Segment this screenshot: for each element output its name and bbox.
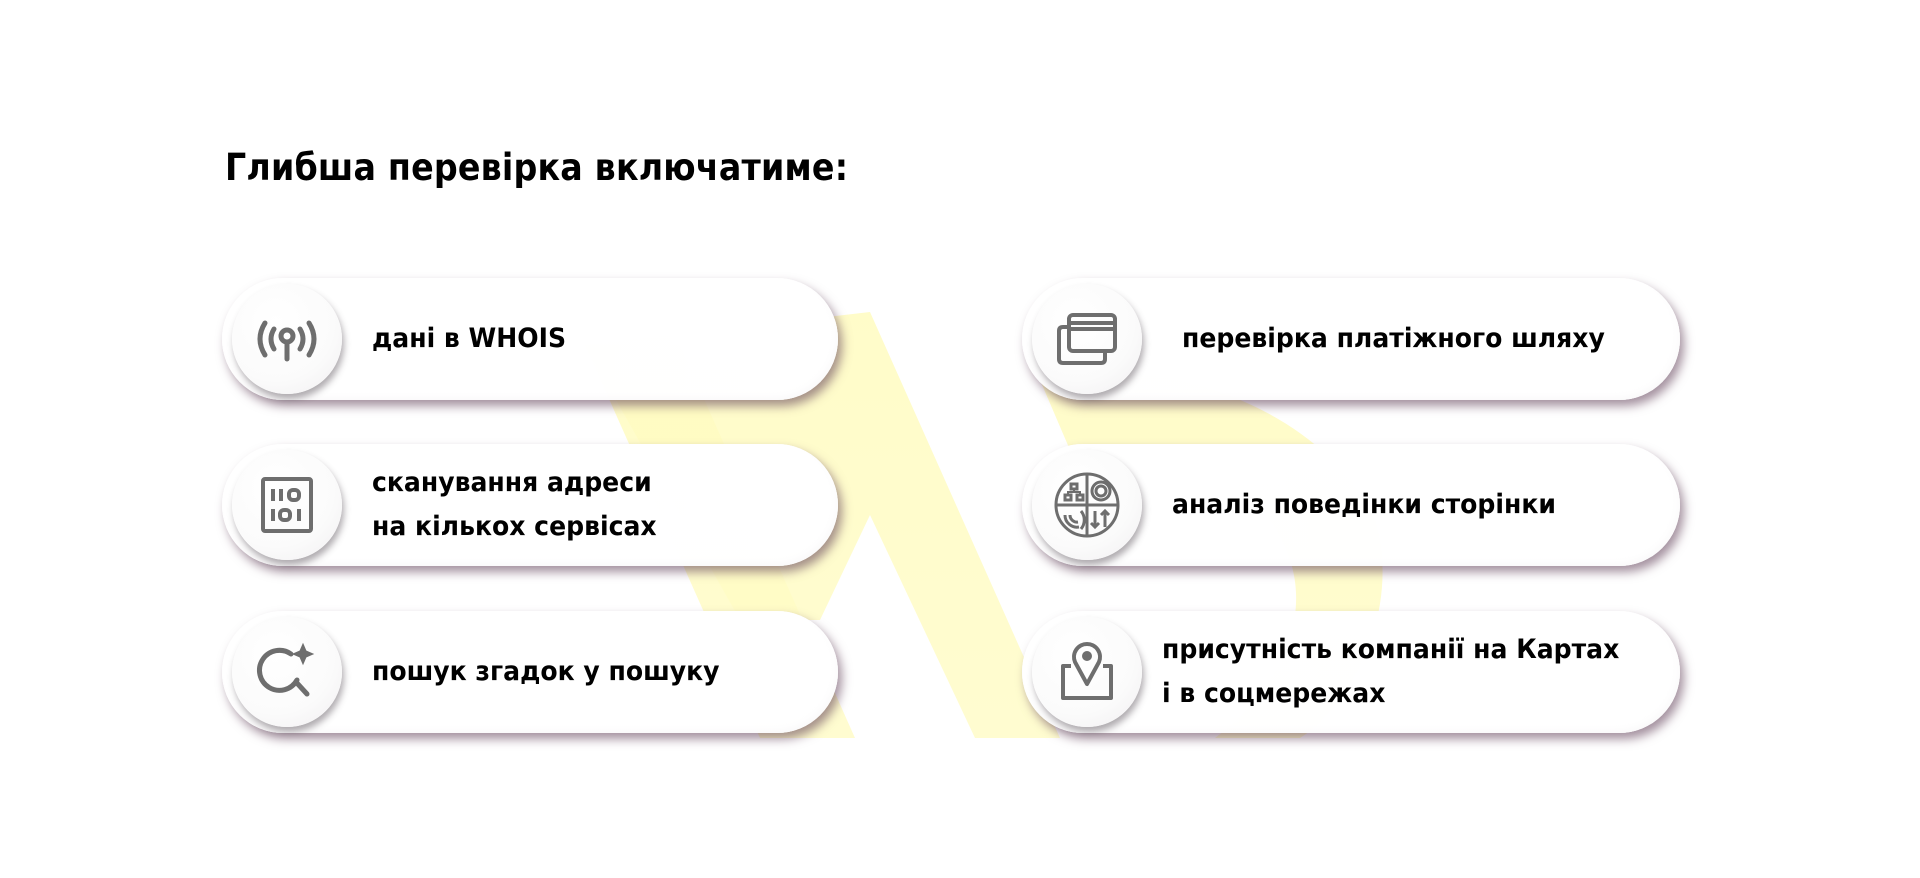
page-title: Глибша перевірка включатиме: bbox=[225, 146, 849, 189]
feature-label: перевірка платіжного шляху bbox=[1182, 323, 1605, 354]
feature-label: аналіз поведінки сторінки bbox=[1172, 489, 1556, 520]
feature-card-scan: сканування адреси на кількох сервісах bbox=[222, 444, 838, 566]
behavior-analysis-icon bbox=[1032, 450, 1142, 560]
feature-card-whois: дані в WHOIS bbox=[222, 278, 838, 400]
binary-code-icon bbox=[232, 450, 342, 560]
map-pin-icon bbox=[1032, 617, 1142, 727]
credit-cards-icon bbox=[1032, 284, 1142, 394]
search-sparkle-icon bbox=[232, 617, 342, 727]
feature-label: сканування адреси на кількох сервісах bbox=[372, 467, 657, 542]
feature-card-behavior: аналіз поведінки сторінки bbox=[1022, 444, 1680, 566]
feature-label: присутність компанії на Картах і в соцме… bbox=[1162, 634, 1620, 709]
feature-card-mentions: пошук згадок у пошуку bbox=[222, 611, 838, 733]
feature-card-maps: присутність компанії на Картах і в соцме… bbox=[1022, 611, 1680, 733]
feature-label: дані в WHOIS bbox=[372, 323, 567, 354]
feature-card-payment: перевірка платіжного шляху bbox=[1022, 278, 1680, 400]
antenna-icon bbox=[232, 284, 342, 394]
feature-label: пошук згадок у пошуку bbox=[372, 656, 720, 687]
